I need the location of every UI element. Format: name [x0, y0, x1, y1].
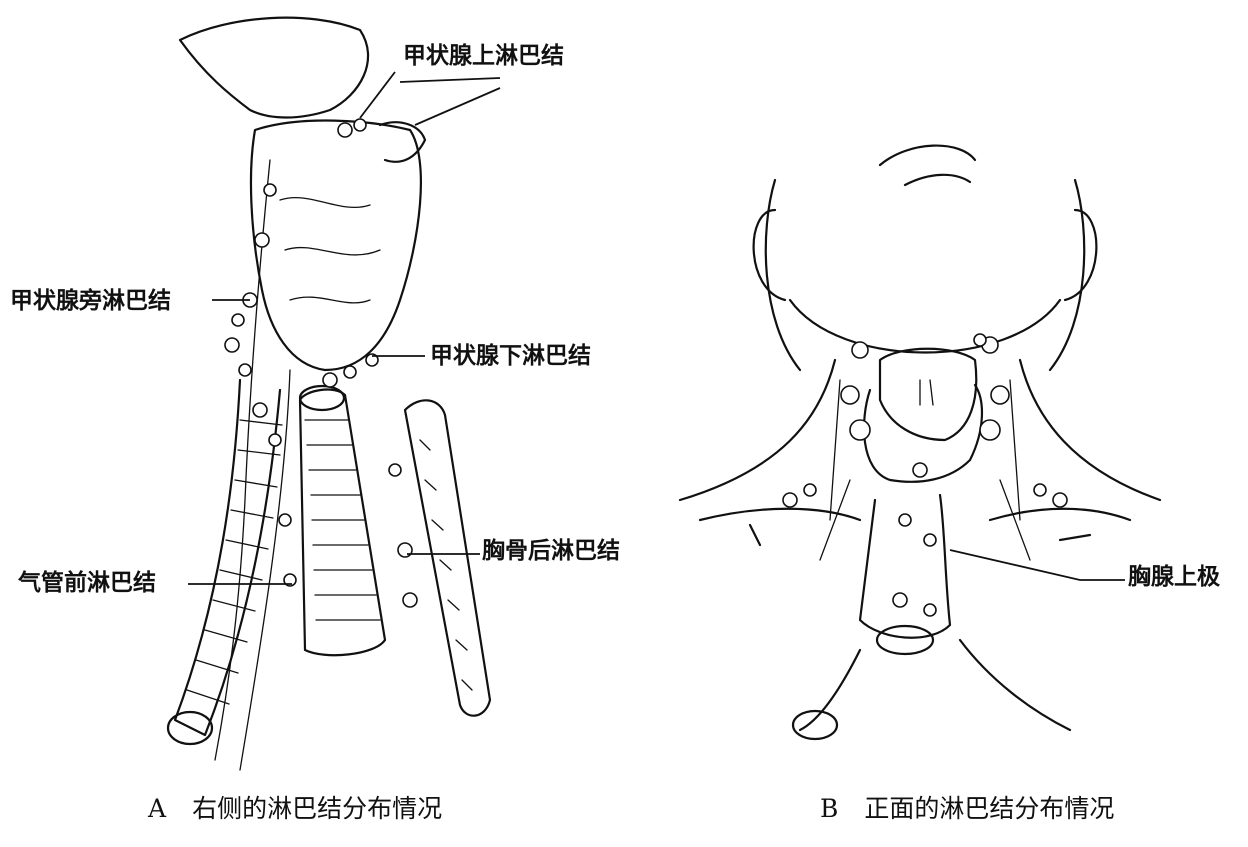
label-thymus-upper-pole: 胸腺上极 — [1128, 566, 1220, 589]
caption-b-letter: B — [820, 794, 838, 823]
label-inferior-thyroid-nodes: 甲状腺下淋巴结 — [430, 345, 591, 368]
label-superior-thyroid-nodes: 甲状腺上淋巴结 — [403, 45, 564, 68]
label-pretracheal-nodes: 气管前淋巴结 — [18, 572, 156, 595]
caption-b-text: 正面的淋巴结分布情况 — [864, 794, 1114, 823]
panel-a-illustration — [168, 18, 500, 770]
caption-a: A 右侧的淋巴结分布情况 — [148, 796, 442, 821]
label-retrosternal-nodes: 胸骨后淋巴结 — [482, 540, 620, 563]
panel-b-illustration — [680, 146, 1160, 739]
caption-a-text: 右侧的淋巴结分布情况 — [192, 794, 442, 823]
caption-a-letter: A — [148, 794, 166, 823]
caption-b: B 正面的淋巴结分布情况 — [820, 796, 1114, 821]
label-parathyroid-nodes: 甲状腺旁淋巴结 — [10, 290, 171, 313]
